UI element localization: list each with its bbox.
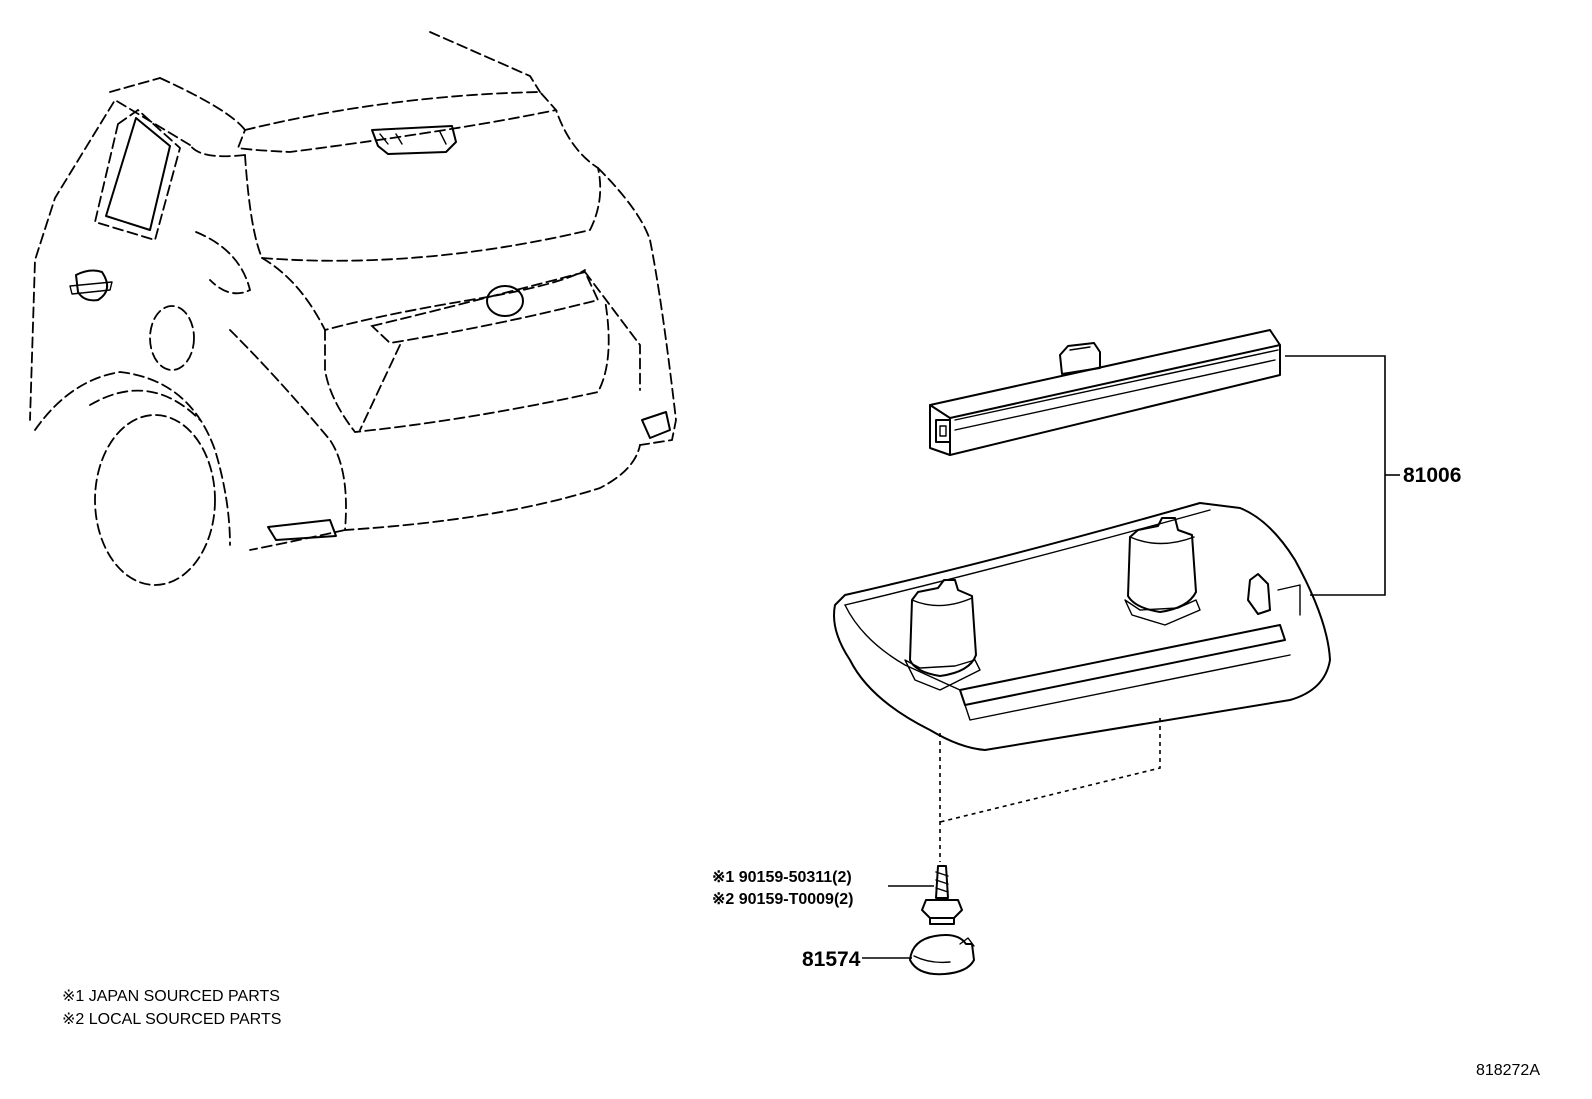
stop-lamp-bar <box>929 329 1281 456</box>
assembly-lines <box>939 718 1161 862</box>
callout-screw-local: ※2 90159-T0009(2) <box>712 891 854 908</box>
screw <box>921 865 963 925</box>
cap-cover <box>909 934 975 976</box>
lamp-cover-housing <box>833 502 1331 751</box>
vehicle-rear-illustration <box>29 31 677 586</box>
note-local-sourced: ※2 LOCAL SOURCED PARTS <box>62 1011 282 1028</box>
callout-81006: 81006 <box>1403 464 1461 487</box>
callout-81574: 81574 <box>802 948 861 971</box>
diagram-id: 818272A <box>1475 1062 1540 1079</box>
note-japan-sourced: ※1 JAPAN SOURCED PARTS <box>62 988 280 1005</box>
leader-81006 <box>1285 355 1400 596</box>
callout-screw-japan: ※1 90159-50311(2) <box>712 869 852 886</box>
